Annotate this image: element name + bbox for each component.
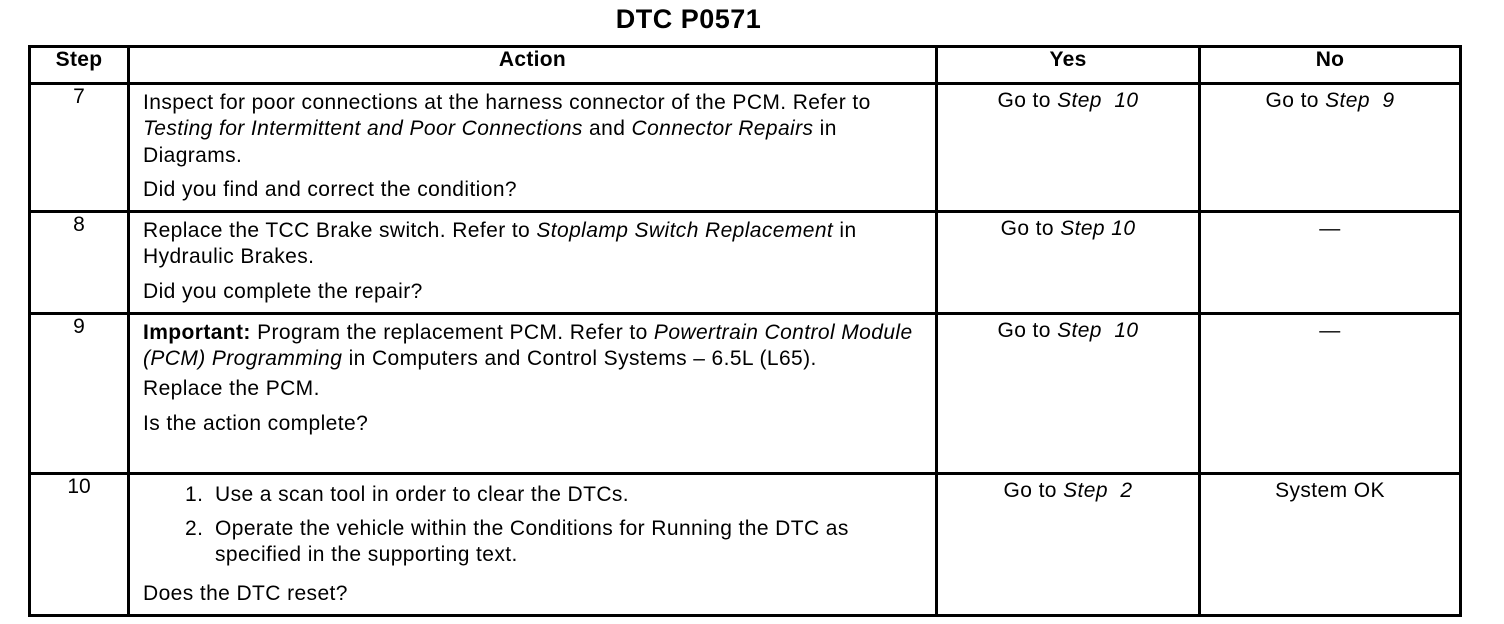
text-segment: Use a scan tool in order to clear the DT… — [215, 482, 630, 506]
action-paragraph: Important: Program the replacement PCM. … — [143, 320, 915, 373]
action-description: Important: Program the replacement PCM. … — [143, 320, 915, 407]
text-segment: Stoplamp Switch Replacement — [536, 219, 834, 242]
text-segment: Connector Repairs — [631, 117, 814, 141]
yes-cell-text: Go to Step 10 — [1000, 217, 1136, 240]
no-cell: — — [1198, 311, 1462, 475]
dtc-diagnostic-table: Step Action Yes No 7 Inspect for poor con… — [28, 45, 1462, 617]
text-segment: Operate the vehicle within the Condition… — [215, 517, 849, 567]
col-header-yes: Yes — [935, 45, 1201, 85]
yes-cell: Go to Step 2 — [935, 471, 1201, 617]
no-cell-text: — — [1319, 318, 1341, 342]
no-cell: — — [1198, 210, 1462, 315]
no-cell-text: Go to Step 9 — [1265, 89, 1395, 112]
yes-cell-text: Go to Step 10 — [997, 318, 1139, 342]
table-row-step-7: 7 Inspect for poor connections at the har… — [28, 82, 1462, 213]
list-text: Operate the vehicle within the Condition… — [215, 516, 915, 569]
action-paragraph: Inspect for poor connections at the harn… — [143, 90, 915, 169]
col-header-step: Step — [28, 45, 130, 85]
table-header-row: Step Action Yes No — [28, 45, 1462, 85]
action-question: Did you find and correct the condition? — [143, 177, 517, 201]
action-cell: Replace the TCC Brake switch. Refer to S… — [127, 210, 938, 315]
action-cell: 1. Use a scan tool in order to clear the … — [127, 471, 938, 617]
text-segment: and — [582, 117, 632, 141]
step-number: 10 — [28, 471, 130, 617]
col-header-no: No — [1198, 45, 1462, 85]
action-list-item: 1. Use a scan tool in order to clear the … — [185, 482, 915, 508]
yes-cell-text: Go to Step 2 — [1003, 478, 1133, 502]
action-description: 1. Use a scan tool in order to clear the … — [143, 480, 915, 577]
page-title: DTC P0571 — [615, 4, 762, 34]
action-question: Is the action complete? — [143, 411, 369, 435]
text-segment: in Computers and Control Systems – 6.5L … — [342, 347, 817, 370]
no-cell-text: — — [1319, 217, 1341, 240]
list-text: Use a scan tool in order to clear the DT… — [215, 482, 915, 508]
action-cell: Important: Program the replacement PCM. … — [127, 311, 938, 475]
action-description: Inspect for poor connections at the harn… — [143, 90, 915, 173]
action-question: Did you complete the repair? — [143, 279, 423, 303]
step-number: 9 — [28, 311, 130, 475]
no-cell: System OK — [1198, 471, 1462, 617]
text-segment: Testing for Intermittent and Poor Connec… — [143, 117, 583, 141]
yes-cell-text: Go to Step 10 — [997, 89, 1139, 112]
text-segment: in Diagrams. — [143, 117, 837, 167]
step-number: 7 — [28, 82, 130, 213]
col-header-action: Action — [127, 45, 938, 85]
step-number: 8 — [28, 210, 130, 315]
text-segment: Powertrain Control Module (PCM) Programm… — [143, 320, 913, 370]
no-cell: Go to Step 9 — [1198, 82, 1462, 213]
action-description: Replace the TCC Brake switch. Refer to S… — [143, 218, 915, 275]
action-cell: Inspect for poor connections at the harn… — [127, 82, 938, 213]
table-body: 7 Inspect for poor connections at the har… — [28, 82, 1462, 617]
action-list-item: 2. Operate the vehicle within the Conditi… — [185, 516, 915, 569]
action-question: Does the DTC reset? — [143, 581, 348, 605]
text-segment: Inspect for poor connections at the harn… — [143, 91, 871, 114]
yes-cell: Go to Step 10 — [935, 82, 1201, 213]
text-segment: Replace the TCC Brake switch. Refer to — [143, 219, 537, 242]
table-row-step-10: 10 1. Use a scan tool in order to clear th… — [28, 471, 1462, 617]
text-segment: Replace the PCM. — [143, 377, 320, 401]
text-segment: in Hydraulic Brakes. — [143, 219, 857, 269]
no-cell-text: System OK — [1275, 478, 1385, 502]
text-segment: Important: — [143, 320, 251, 344]
yes-cell: Go to Step 10 — [935, 311, 1201, 475]
list-number: 2. — [185, 517, 204, 540]
text-segment: Program the replacement PCM. Refer to — [250, 320, 654, 344]
list-number: 1. — [185, 482, 204, 506]
action-paragraph: Replace the PCM. — [143, 376, 915, 402]
yes-cell: Go to Step 10 — [935, 210, 1201, 315]
action-paragraph: Replace the TCC Brake switch. Refer to S… — [143, 218, 915, 271]
